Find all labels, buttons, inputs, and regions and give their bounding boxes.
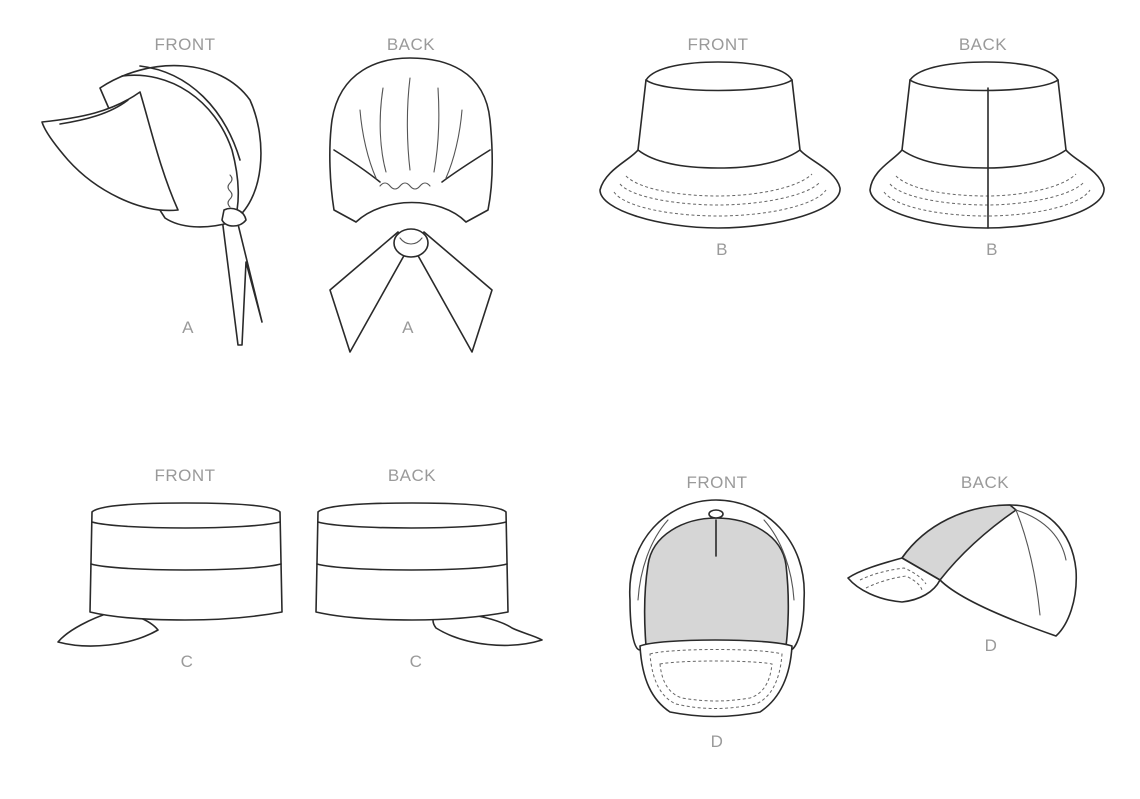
view-a-front: FRONT A [41, 35, 263, 346]
bucket-hat-front-drawing [599, 61, 841, 229]
view-a-back-letter: A [402, 318, 414, 337]
view-c-back-letter: C [410, 652, 423, 671]
baseball-cap-front-drawing [629, 499, 805, 718]
view-a-back-label: BACK [387, 35, 435, 54]
view-a-front-label: FRONT [154, 35, 215, 54]
view-c-back-label: BACK [388, 466, 436, 485]
view-b-back-label: BACK [959, 35, 1007, 54]
view-d-back-letter: D [985, 636, 998, 655]
view-a-front-letter: A [182, 318, 194, 337]
view-d-back: BACK D [847, 473, 1078, 655]
bucket-hat-back-drawing [869, 61, 1105, 229]
view-d-front-label: FRONT [686, 473, 747, 492]
view-b-back: BACK B [869, 35, 1105, 259]
view-d-front-letter: D [711, 732, 724, 751]
cadet-cap-back-drawing [315, 502, 543, 647]
view-a-back: BACK A [329, 35, 493, 353]
scarf-hat-back-drawing [329, 57, 493, 353]
view-c-front-label: FRONT [154, 466, 215, 485]
view-c-back: BACK C [315, 466, 543, 671]
scarf-hat-front-drawing [41, 64, 263, 346]
view-b-front-label: FRONT [687, 35, 748, 54]
view-b-front: FRONT B [599, 35, 841, 259]
view-d-front: FRONT D [629, 473, 805, 751]
view-d-back-label: BACK [961, 473, 1009, 492]
view-b-back-letter: B [986, 240, 998, 259]
view-b-front-letter: B [716, 240, 728, 259]
view-c-front-letter: C [181, 652, 194, 671]
baseball-cap-back-drawing [847, 504, 1078, 637]
cadet-cap-front-drawing [57, 502, 283, 647]
view-c-front: FRONT C [57, 466, 283, 671]
